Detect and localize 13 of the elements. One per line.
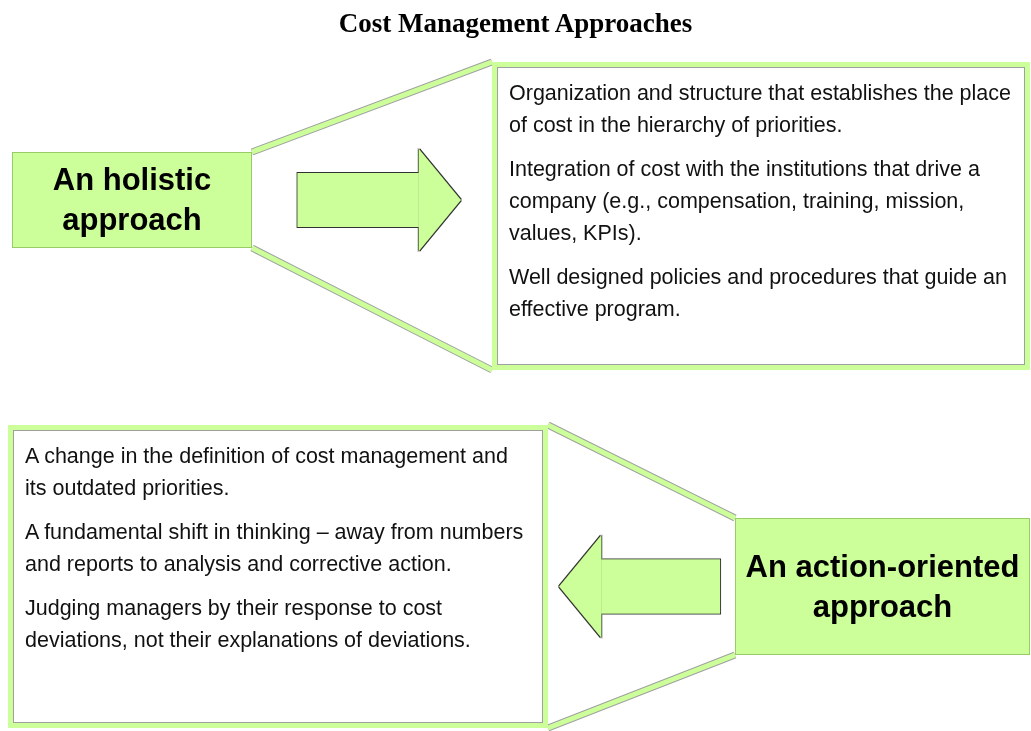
bullet-text: Well designed policies and procedures that guide an effective program.	[509, 264, 1009, 323]
approach-box	[12, 152, 252, 248]
bullet-text: Organization and structure that establishes the place of cost in the hierarchy of priorities.	[509, 80, 1012, 139]
bullet-text: Integration of cost with the institutions that drive a company (e.g., compensation, training, mission, values, KPIs).	[509, 156, 981, 247]
bullet-text: A fundamental shift in thinking – away from numbers and reports to analysis and corrective action.	[25, 519, 525, 578]
approach-box	[735, 518, 1030, 655]
bullet-text: Judging managers by their response to cost deviations, not their explanations of deviations.	[25, 595, 472, 654]
text-panel	[8, 425, 548, 728]
approach-title: An action-oriented approach	[744, 547, 1021, 626]
diagram-title: Cost Management Approaches	[337, 8, 694, 39]
text-panel	[492, 62, 1030, 370]
approach-title: An holistic approach	[51, 161, 213, 239]
bullet-text: A change in the definition of cost management and its outdated priorities.	[25, 443, 509, 502]
